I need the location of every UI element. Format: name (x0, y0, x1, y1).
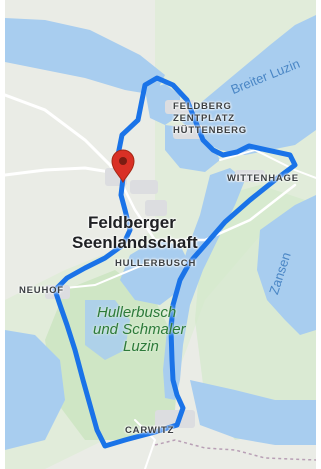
lake-north-small (145, 84, 180, 125)
place-label-feldberg: FELDBERG (173, 101, 232, 112)
town-label-line1: Feldberger (88, 213, 176, 232)
lake-south-west (5, 330, 65, 450)
road-dashed (154, 439, 316, 461)
location-pin-icon[interactable] (111, 149, 135, 184)
lake-south (85, 300, 130, 360)
map-view[interactable]: Breiter Luzin FELDBERG ZENTPLATZ HÜTTENB… (5, 0, 316, 469)
place-label-carwitz: CARWITZ (125, 425, 175, 436)
place-label-hullerbusch: HULLERBUSCH (115, 258, 197, 269)
route-line (52, 75, 298, 449)
park-label-line1: Hullerbusch (97, 304, 177, 321)
lake-upper-west (5, 18, 165, 95)
map-canvas[interactable] (5, 0, 316, 469)
place-label-zentplatz: ZENTPLATZ (173, 113, 235, 124)
place-label-neuhof: NEUHOF (19, 285, 64, 296)
park-label-line2: und Schmaler (93, 321, 186, 338)
place-label-wittenhagen: WITTENHAGE (227, 173, 299, 184)
lake-zansen (257, 195, 316, 335)
lake-breiter-luzin (180, 15, 316, 155)
park-label-line3: Luzin (123, 338, 159, 355)
lake-southeast (190, 380, 316, 445)
lake-carwitz (120, 240, 190, 305)
town-label-line2: Seenlandschaft (72, 233, 198, 252)
place-label-huettenberg: HÜTTENBERG (173, 125, 247, 136)
